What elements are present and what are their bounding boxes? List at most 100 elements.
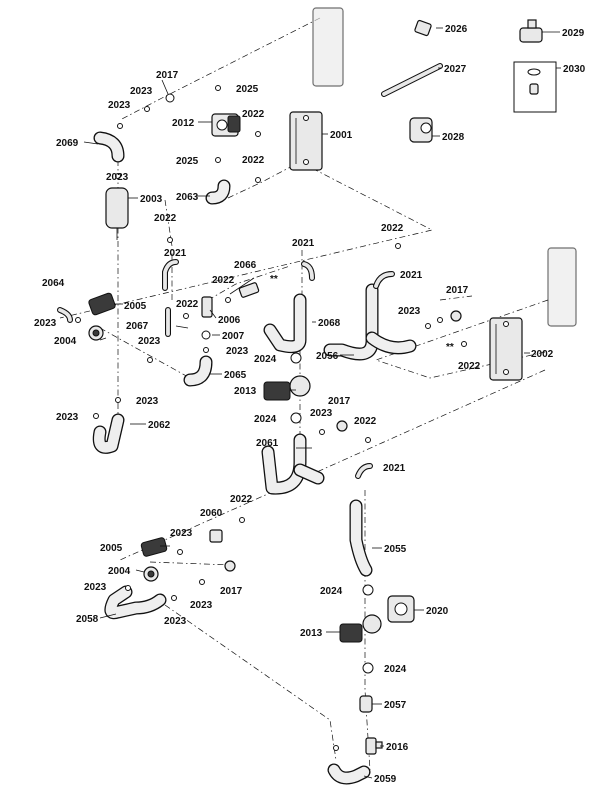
label-2013-lower: 2013 xyxy=(300,628,323,639)
label-2023-b: 2023 xyxy=(130,86,153,97)
label-2005-upper: 2005 xyxy=(124,301,147,312)
label-2012: 2012 xyxy=(172,118,195,129)
kit-2030-frame xyxy=(513,61,557,113)
label-2005-lower: 2005 xyxy=(100,543,123,554)
label-2023-k: 2023 xyxy=(170,528,193,539)
label-2017-b: 2017 xyxy=(446,285,469,296)
callout-labels: 2001 2002 2003 2004 2004 2005 2005 2006 … xyxy=(34,24,586,785)
pipe-2061 xyxy=(261,433,325,495)
label-2057: 2057 xyxy=(384,700,407,711)
label-2024-c: 2024 xyxy=(320,586,343,597)
elbow-2021-a xyxy=(162,259,179,291)
label-2023-i: 2023 xyxy=(398,306,421,317)
label-2027: 2027 xyxy=(444,64,467,75)
label-2017-a: 2017 xyxy=(156,70,179,81)
label-star-2: ** xyxy=(446,342,454,353)
label-2058: 2058 xyxy=(76,614,99,625)
label-2066: 2066 xyxy=(234,260,257,271)
label-2023-a: 2023 xyxy=(108,100,131,111)
pipe-2058 xyxy=(104,585,167,620)
label-2022-g: 2022 xyxy=(458,361,481,372)
label-2021-a: 2021 xyxy=(164,248,187,259)
fitting-2007 xyxy=(201,330,211,340)
label-2017-c: 2017 xyxy=(328,396,351,407)
label-2065: 2065 xyxy=(224,370,247,381)
label-2016: 2016 xyxy=(386,742,409,753)
label-2060: 2060 xyxy=(200,508,223,519)
label-2068: 2068 xyxy=(318,318,341,329)
label-2023-f: 2023 xyxy=(226,346,249,357)
label-2064: 2064 xyxy=(42,278,65,289)
label-star-1: ** xyxy=(270,274,278,285)
valve-2028 xyxy=(409,117,433,143)
leader-lines xyxy=(83,27,561,779)
label-2007: 2007 xyxy=(222,331,245,342)
seal-2024-a xyxy=(290,352,302,364)
elbow-2063 xyxy=(205,179,231,205)
heat-exchanger-2002 xyxy=(489,247,577,381)
label-2023-g: 2023 xyxy=(136,396,159,407)
label-2024-a: 2024 xyxy=(254,354,277,365)
label-2021-c: 2021 xyxy=(400,270,423,281)
nut-2017-d xyxy=(224,560,236,572)
label-2056: 2056 xyxy=(316,351,339,362)
pipe-2069 xyxy=(93,131,125,163)
label-2022-c: 2022 xyxy=(154,213,177,224)
label-2023-h: 2023 xyxy=(56,412,79,423)
label-2028: 2028 xyxy=(442,132,465,143)
pipe-2062 xyxy=(92,413,125,454)
fitting-2066 xyxy=(238,282,260,298)
label-2024-d: 2024 xyxy=(384,664,407,675)
label-2062: 2062 xyxy=(148,420,171,431)
label-2002: 2002 xyxy=(531,349,554,360)
tee-2029 xyxy=(519,19,543,43)
label-2055: 2055 xyxy=(384,544,407,555)
label-2020: 2020 xyxy=(426,606,449,617)
label-2022-d: 2022 xyxy=(381,223,404,234)
elbow-2064 xyxy=(57,307,73,323)
label-2006: 2006 xyxy=(218,315,241,326)
label-2023-l: 2023 xyxy=(84,582,107,593)
fitting-2060 xyxy=(209,529,223,543)
seal-2024-b xyxy=(290,412,302,424)
pump-2013-lower xyxy=(339,614,382,643)
fitting-2057 xyxy=(359,695,373,713)
label-2003: 2003 xyxy=(140,194,163,205)
label-2022-f: 2022 xyxy=(176,299,199,310)
fitting-2006 xyxy=(201,296,213,318)
pump-2012 xyxy=(211,113,241,137)
label-2059: 2059 xyxy=(374,774,397,785)
label-2023-m: 2023 xyxy=(164,616,187,627)
nut-2017-b xyxy=(450,310,462,322)
pipe-2065 xyxy=(183,355,213,387)
pipe-2056 xyxy=(323,271,417,361)
label-2023-c: 2023 xyxy=(106,172,129,183)
label-2004-upper: 2004 xyxy=(54,336,77,347)
label-2023-e: 2023 xyxy=(138,336,161,347)
valve-2005-lower xyxy=(140,537,168,557)
valve-2004-lower xyxy=(143,566,159,582)
label-2022-b: 2022 xyxy=(242,155,265,166)
label-2021-d: 2021 xyxy=(383,463,406,474)
label-2026: 2026 xyxy=(445,24,468,35)
seal-2024-c xyxy=(362,584,374,596)
valve-2004-upper xyxy=(88,325,104,341)
label-2001: 2001 xyxy=(330,130,353,141)
label-2017-d: 2017 xyxy=(220,586,243,597)
label-2023-j: 2023 xyxy=(310,408,333,419)
label-2067: 2067 xyxy=(126,321,149,332)
label-2022-i: 2022 xyxy=(230,494,253,505)
pipe-2068 xyxy=(263,261,315,354)
label-2030: 2030 xyxy=(563,64,586,75)
label-2013-upper: 2013 xyxy=(234,386,257,397)
heat-exchanger-2001 xyxy=(289,7,344,171)
fitting-2026 xyxy=(414,19,432,37)
label-2024-b: 2024 xyxy=(254,414,277,425)
seal-2024-d xyxy=(362,662,374,674)
label-2021-b: 2021 xyxy=(292,238,315,249)
filter-2003 xyxy=(105,187,129,240)
label-2022-a: 2022 xyxy=(242,109,265,120)
tee-2016 xyxy=(365,737,383,755)
label-2061: 2061 xyxy=(256,438,279,449)
